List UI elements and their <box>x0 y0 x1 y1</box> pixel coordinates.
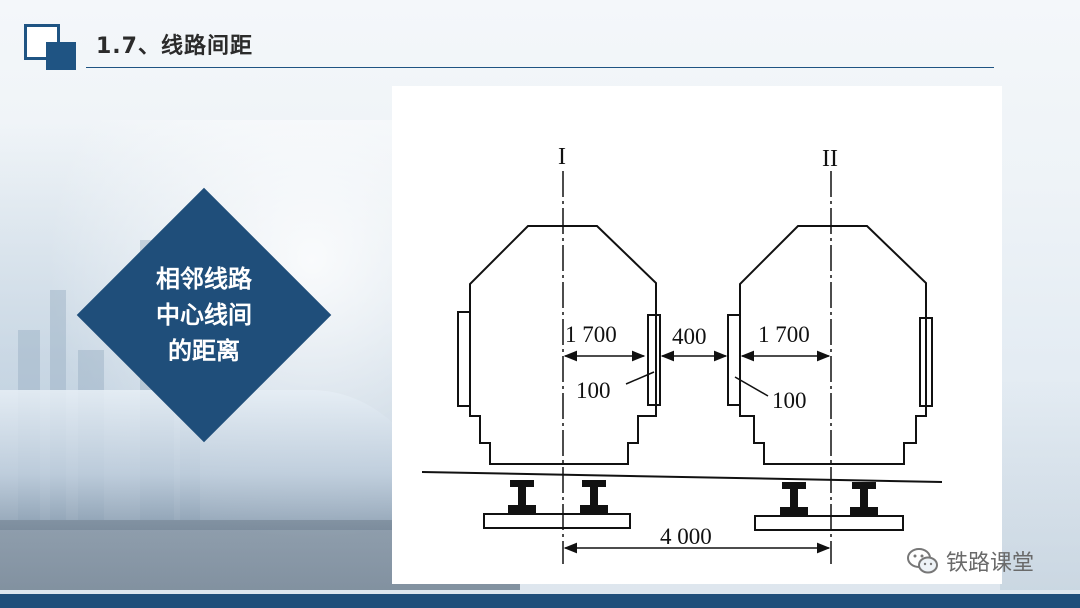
callout-line-3: 的距离 <box>168 337 240 365</box>
right-gauge-side-plate-left <box>727 314 741 406</box>
track-spacing-diagram: I II 1 700 400 1 700 100 100 4 000 <box>392 86 1002 584</box>
left-sleeper <box>483 513 631 529</box>
right-gauge-outline <box>739 225 927 465</box>
label-left-offset: 100 <box>576 378 611 403</box>
track-1-label: I <box>558 144 566 170</box>
watermark: 铁路课堂 <box>906 544 1034 578</box>
callout-text: 相邻线路 中心线间 的距离 <box>114 225 294 405</box>
background-haze-right <box>1000 380 1080 590</box>
slide-logo-fill <box>46 42 76 70</box>
left-gauge-side-plate-right <box>647 314 661 406</box>
left-gauge-side-plate-left <box>457 311 471 407</box>
right-gauge-side-plate-right <box>919 317 933 407</box>
callout-line-1: 相邻线路 <box>156 265 252 293</box>
right-sleeper <box>754 515 904 531</box>
rail-left-2 <box>580 480 608 514</box>
label-right-half-width: 1 700 <box>758 322 810 347</box>
rail-left-1 <box>508 480 536 514</box>
label-left-half-width: 1 700 <box>565 322 617 347</box>
wechat-icon <box>907 548 938 574</box>
title-divider <box>86 67 994 68</box>
label-gap: 400 <box>672 324 707 349</box>
footer-bar <box>0 594 1080 608</box>
callout-line-2: 中心线间 <box>156 301 252 329</box>
diagram-canvas: I II 1 700 400 1 700 100 100 4 000 <box>421 144 943 564</box>
slide-title: 1.7、线路间距 <box>96 34 253 59</box>
ground-line <box>421 471 943 483</box>
rail-right-1 <box>780 482 808 516</box>
leader-right-offset <box>734 376 769 397</box>
label-centerline-spacing: 4 000 <box>660 524 712 549</box>
label-right-offset: 100 <box>772 388 807 413</box>
track-2-label: II <box>822 146 838 172</box>
watermark-text: 铁路课堂 <box>946 551 1035 576</box>
rail-right-2 <box>850 482 878 516</box>
leader-left-offset <box>625 371 655 385</box>
